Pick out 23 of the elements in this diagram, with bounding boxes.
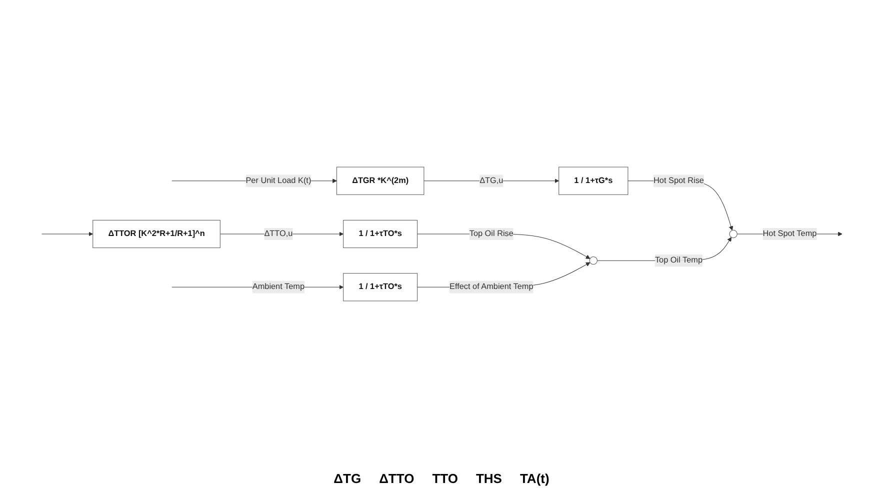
edge-label: Top Oil Rise bbox=[468, 228, 513, 238]
edge-label: Effect of Ambient Temp bbox=[448, 282, 533, 291]
edge-label: Ambient Temp bbox=[252, 282, 304, 291]
edge-label: Top Oil Temp bbox=[654, 255, 702, 264]
arrow bbox=[41, 231, 93, 236]
edge-label: ΔTG,u bbox=[479, 176, 503, 184]
node-box: 1 / 1+τG*s bbox=[558, 166, 628, 194]
signal-label: ΔTG bbox=[334, 471, 362, 486]
edge-label: Hot Spot Temp bbox=[762, 228, 816, 238]
signal-label: TA(t) bbox=[520, 471, 550, 486]
signal-label: ΔTTO bbox=[379, 471, 414, 486]
signal-label: THS bbox=[476, 471, 502, 486]
node-circle bbox=[728, 229, 737, 238]
arrow bbox=[423, 178, 559, 183]
node-box: ΔTTOR [K^2*R+1/R+1]^n bbox=[92, 219, 220, 248]
node-circle bbox=[588, 256, 597, 264]
node-box: 1 / 1+τTO*s bbox=[342, 219, 418, 248]
edge-label: ΔTTO,u bbox=[264, 228, 292, 238]
node-box: ΔTGR *K^(2m) bbox=[336, 166, 424, 194]
signal-label: TTO bbox=[432, 471, 458, 486]
edge-label: Hot Spot Rise bbox=[653, 176, 704, 184]
node-box: 1 / 1+τTO*s bbox=[342, 272, 418, 301]
edge-label: Per Unit Load K(t) bbox=[245, 176, 311, 184]
